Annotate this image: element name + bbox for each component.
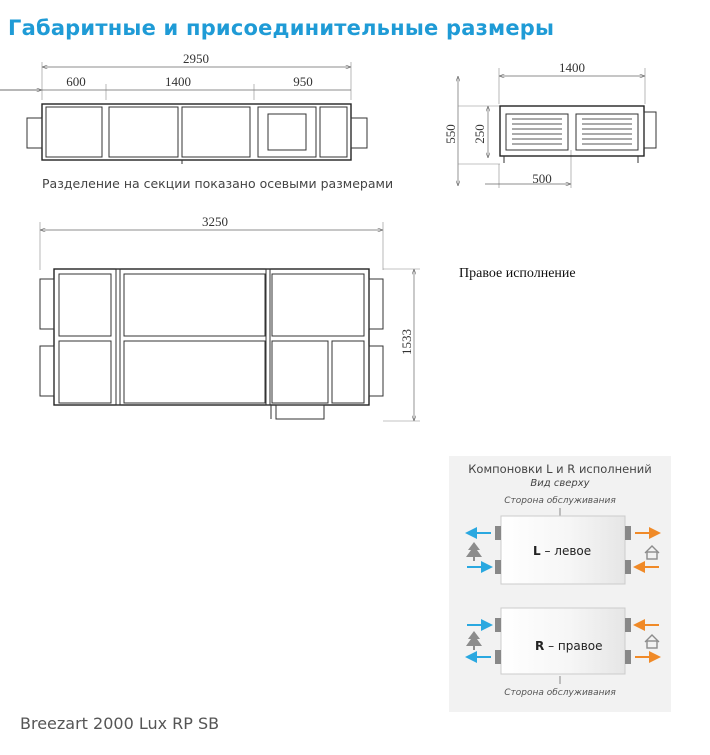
dim-section-3: 950 xyxy=(293,74,313,89)
dim-side-height: 550 xyxy=(443,124,458,144)
tree-icon xyxy=(466,631,482,650)
right-layout-label: R – правое xyxy=(535,639,603,653)
right-letter: R xyxy=(535,639,545,653)
plan-view-drawing xyxy=(39,222,420,422)
page-title: Габаритные и присоединительные размеры xyxy=(8,16,555,40)
left-layout-label: L – левое xyxy=(533,544,591,558)
legend-subtitle: Вид сверху xyxy=(530,478,590,489)
dim-side-inner-height: 250 xyxy=(472,124,487,144)
service-side-top: Сторона обслуживания xyxy=(504,496,616,506)
left-text: – левое xyxy=(540,544,592,558)
dim-side-width: 1400 xyxy=(559,60,585,75)
sections-caption: Разделение на секции показано осевыми ра… xyxy=(42,176,394,191)
house-icon xyxy=(644,634,660,649)
plan-view-caption: Правое исполнение xyxy=(459,266,576,281)
side-view-drawing xyxy=(458,68,657,188)
side-view-louvers xyxy=(512,118,632,145)
layout-legend: Компоновки L и R исполнений Вид сверху С… xyxy=(449,456,671,712)
service-side-bottom: Сторона обслуживания xyxy=(504,688,616,698)
legend-title: Компоновки L и R исполнений xyxy=(468,462,652,476)
house-icon xyxy=(644,545,660,560)
dim-total-plan: 3250 xyxy=(202,214,228,229)
left-letter: L xyxy=(533,544,541,558)
dim-side-offset: 500 xyxy=(532,171,552,186)
elevation-drawing xyxy=(0,62,368,164)
dim-section-1: 600 xyxy=(66,74,86,89)
legend-diagram xyxy=(465,508,661,684)
tree-icon xyxy=(466,542,482,561)
model-name: Breezart 2000 Lux RP SB xyxy=(20,714,220,733)
dim-plan-height: 1533 xyxy=(399,329,414,355)
dim-total-elevation: 2950 xyxy=(183,51,209,66)
dim-section-2: 1400 xyxy=(165,74,191,89)
right-text: – правое xyxy=(544,639,603,653)
